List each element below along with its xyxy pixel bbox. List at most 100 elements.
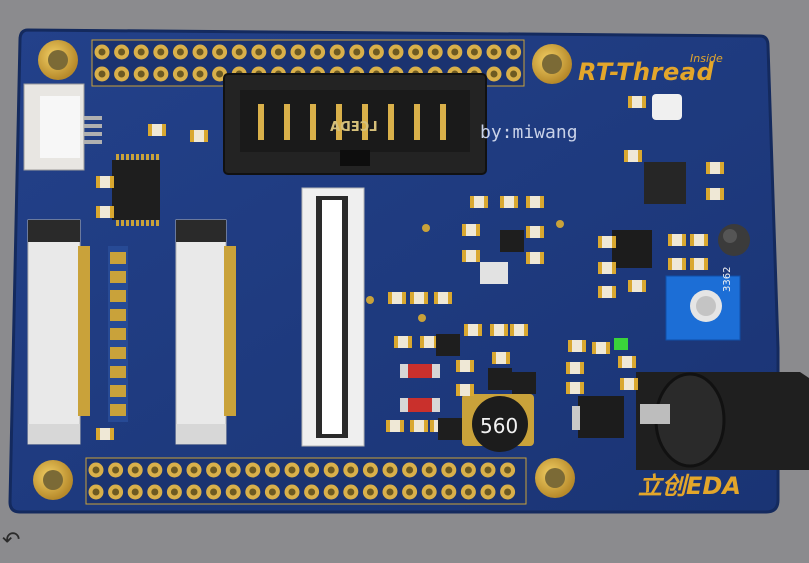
header-pin-hole	[327, 466, 335, 474]
box-header-pin	[362, 104, 368, 140]
header-pin-hole	[131, 488, 139, 496]
smd-part-body	[514, 324, 524, 336]
header-pin-hole	[445, 466, 453, 474]
small-ic	[500, 230, 524, 252]
regulator	[572, 396, 624, 438]
ic-leg	[141, 220, 144, 226]
smd-part-body	[672, 258, 682, 270]
header-pin-hole	[255, 48, 263, 56]
ic-leg	[156, 220, 159, 226]
smd-part-body	[530, 196, 540, 208]
header-pin-hole	[327, 488, 335, 496]
box-header-pin	[388, 104, 394, 140]
header-pin-hole	[92, 466, 100, 474]
smd-part-body	[494, 324, 504, 336]
capacitor	[480, 262, 508, 284]
lceda-logo: 立创EDA	[638, 472, 741, 500]
ic-leg	[126, 154, 129, 160]
header-pin-hole	[510, 70, 518, 78]
smd-part-body	[602, 236, 612, 248]
ic-leg	[126, 220, 129, 226]
strip-pad	[110, 252, 126, 264]
small-ic	[488, 368, 512, 390]
header-pin-hole	[347, 466, 355, 474]
header-pin-hole	[176, 48, 184, 56]
header-pin-hole	[464, 466, 472, 474]
fpc-connector-mid	[175, 219, 236, 445]
fpc-connector-large	[301, 187, 365, 447]
header-pin-hole	[112, 488, 120, 496]
smd-part-body	[466, 224, 476, 236]
ic-leg	[156, 154, 159, 160]
smd-part-body	[710, 162, 720, 174]
header-pin-hole	[288, 488, 296, 496]
pad-strip	[108, 246, 128, 422]
smd-components	[96, 96, 724, 440]
buzzer	[718, 224, 750, 256]
header-pin-hole	[137, 70, 145, 78]
header-pin-hole	[484, 466, 492, 474]
ic-leg	[116, 220, 119, 226]
author-silkscreen: by:miwang	[480, 122, 578, 143]
rt-thread-logo: RT-Thread	[578, 58, 715, 86]
resistor-body	[408, 398, 432, 412]
smd-part-body	[602, 286, 612, 298]
smd-part-body	[504, 196, 514, 208]
box-header-pin	[336, 104, 342, 140]
header-pin-hole	[157, 48, 165, 56]
strip-pad	[110, 309, 126, 321]
strip-pad	[110, 347, 126, 359]
header-pin-hole	[210, 466, 218, 474]
ic-chip-3	[612, 230, 652, 268]
box-header-pin	[440, 104, 446, 140]
header-pin-hole	[425, 466, 433, 474]
smd-part-body	[602, 262, 612, 274]
header-pin-hole	[98, 48, 106, 56]
box-header-pin	[258, 104, 264, 140]
header-pin-hole	[445, 488, 453, 496]
header-pin-hole	[210, 488, 218, 496]
header-pin-hole	[268, 466, 276, 474]
header-pin-hole	[190, 488, 198, 496]
header-pin-hole	[366, 466, 374, 474]
fpc-connector-left	[27, 219, 90, 445]
via-dot	[418, 314, 426, 322]
resistor-body	[408, 364, 432, 378]
header-pin-hole	[274, 48, 282, 56]
header-pin-hole	[118, 48, 126, 56]
smd-part-body	[398, 336, 408, 348]
smd-part-body	[152, 124, 162, 136]
header-pin-hole	[235, 48, 243, 56]
smd-part-body	[100, 428, 110, 440]
small-ic	[438, 418, 462, 440]
smd-part-body	[466, 250, 476, 262]
header-pin-hole	[288, 466, 296, 474]
smd-part-body	[424, 336, 434, 348]
header-pin-hole	[137, 48, 145, 56]
header-pin-hole	[151, 466, 159, 474]
header-pin-hole	[131, 466, 139, 474]
dc-jack	[636, 372, 809, 470]
box-header	[223, 73, 487, 175]
header-pin-hole	[504, 488, 512, 496]
header-pin-hole	[229, 466, 237, 474]
trimpot-marking: 3362	[722, 266, 733, 292]
strip-pad	[110, 290, 126, 302]
header-pin-hole	[151, 488, 159, 496]
header-pin-hole	[504, 466, 512, 474]
inductor-marking: 560	[480, 414, 519, 438]
header-pin-hole	[386, 466, 394, 474]
header-pin-hole	[196, 48, 204, 56]
header-pin-hole	[386, 488, 394, 496]
header-pin-hole	[333, 48, 341, 56]
smd-part-body	[390, 420, 400, 432]
smd-part-body	[414, 420, 424, 432]
header-pin-hole	[406, 466, 414, 474]
ic-leg	[151, 154, 154, 160]
header-pin-hole	[431, 48, 439, 56]
header-pin-hole	[484, 488, 492, 496]
led	[614, 338, 628, 350]
ic-leg	[131, 154, 134, 160]
smd-part-body	[438, 292, 448, 304]
header-pin-hole	[196, 70, 204, 78]
